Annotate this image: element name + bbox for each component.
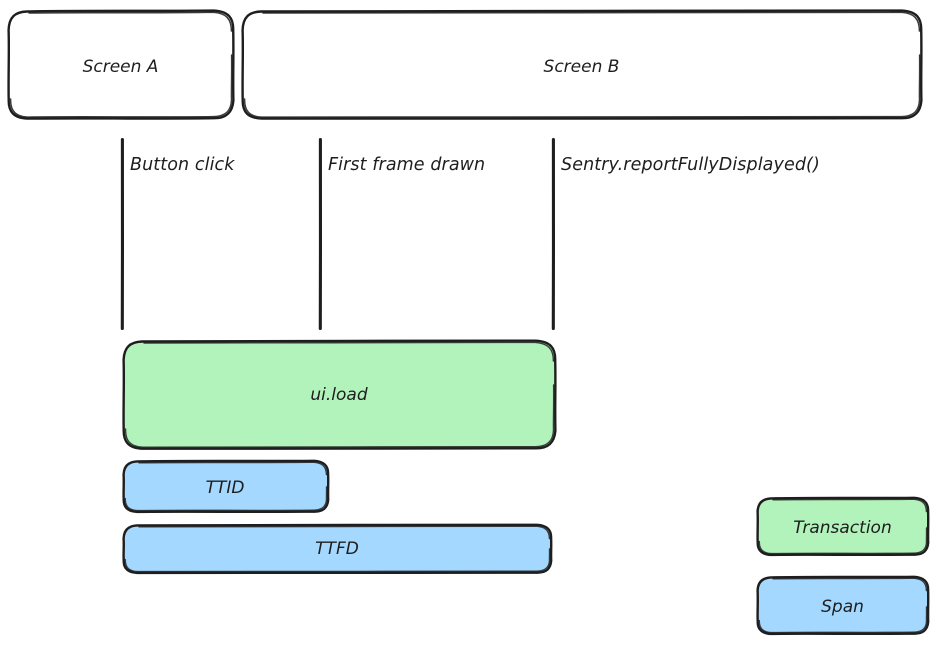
bar-ttid[interactable]: TTID (122, 459, 330, 514)
legend-span-label: Span (821, 597, 864, 617)
screen-a-label: Screen A (83, 57, 159, 77)
bar-ttfd-label: TTFD (315, 539, 359, 559)
bar-ui-load-label: ui.load (310, 385, 367, 405)
screen-b-box[interactable]: Screen B (241, 9, 923, 120)
screen-b-label: Screen B (544, 57, 620, 77)
marker-report-fully-displayed[interactable]: Sentry.reportFullyDisplayed() (551, 137, 820, 331)
bar-ui-load[interactable]: ui.load (122, 339, 557, 450)
legend-transaction-label: Transaction (793, 518, 891, 538)
legend-span[interactable]: Span (756, 575, 930, 636)
marker-first-frame-drawn-label: First frame drawn (328, 155, 485, 175)
screen-a-box[interactable]: Screen A (7, 9, 235, 120)
marker-button-click[interactable]: Button click (120, 137, 235, 331)
marker-first-frame-drawn[interactable]: First frame drawn (318, 137, 485, 331)
legend-transaction[interactable]: Transaction (756, 496, 930, 557)
marker-report-fully-displayed-label: Sentry.reportFullyDisplayed() (561, 155, 820, 175)
bar-ttid-label: TTID (206, 478, 245, 498)
bar-ttfd[interactable]: TTFD (122, 523, 553, 575)
marker-button-click-label: Button click (130, 155, 235, 175)
